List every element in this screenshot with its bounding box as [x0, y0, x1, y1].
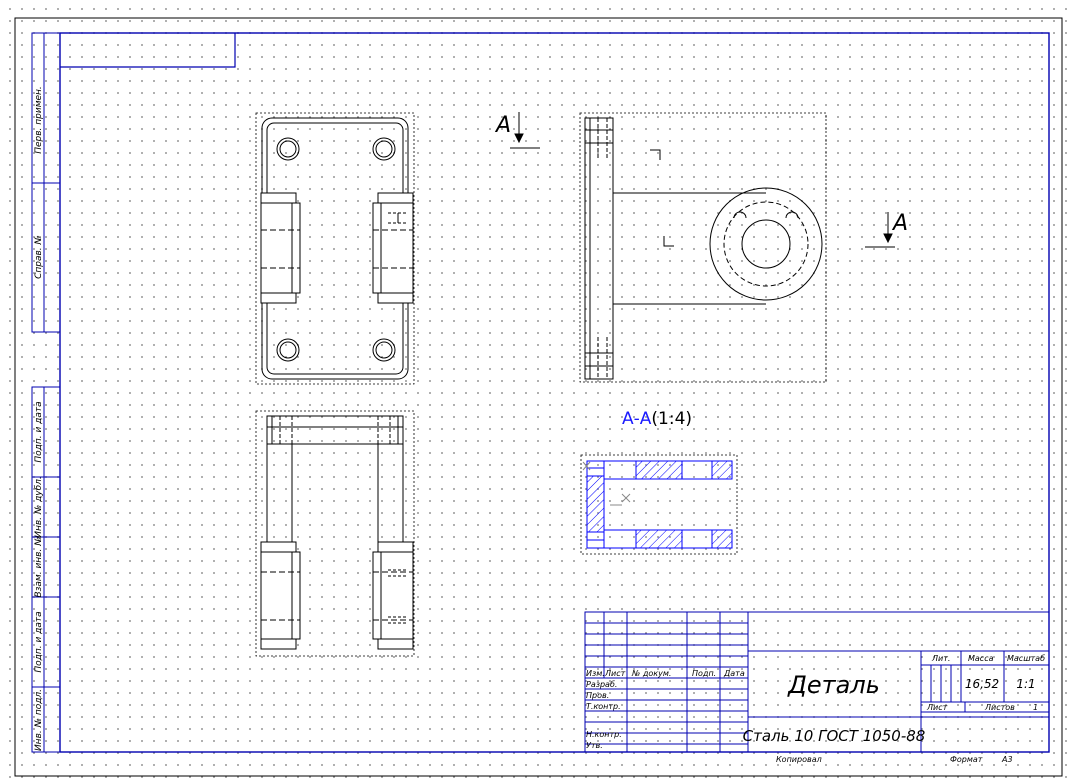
- section-letter-right: A: [891, 211, 908, 236]
- tb-scale-value: 1:1: [1016, 677, 1035, 691]
- tb-role-razrab: Разраб.: [586, 680, 617, 689]
- top-left-stamp: [60, 33, 236, 68]
- front-view: [255, 112, 415, 385]
- side-stamp-label-5: Взам. инв. №: [34, 536, 44, 597]
- side-stamp-label-6: Подп. и дата: [34, 611, 44, 672]
- side-stamp-label-4: Инв. № дубл.: [34, 476, 44, 538]
- sheet-trim: [14, 17, 1063, 777]
- tb-role-tkontr: Т.контр.: [586, 702, 621, 711]
- tb-role-utv: Утв.: [586, 741, 603, 750]
- side-stamp-label-7: Инв. № подл.: [34, 689, 44, 751]
- title-block: [584, 611, 1050, 753]
- tb-scale-label: Масштаб: [1007, 654, 1045, 663]
- tb-header-doc: № докум.: [631, 669, 671, 678]
- tb-mass-value: 16,52: [965, 677, 999, 691]
- section-mark-top: [510, 112, 540, 149]
- tb-format-label: Формат: [950, 755, 983, 764]
- tb-material: Сталь 10 ГОСТ 1050-88: [743, 727, 926, 745]
- tb-header-data: Дата: [723, 669, 745, 678]
- tb-header-list: Лист: [604, 669, 626, 678]
- tb-sheets-label: Листов: [984, 703, 1015, 712]
- tb-header-izm: Изм.: [586, 669, 605, 678]
- tb-format-value: A3: [1001, 755, 1013, 764]
- drawing-frame: [59, 32, 1050, 753]
- tb-lit-label: Лит.: [931, 654, 950, 663]
- side-stamp-label-2: Справ. №: [34, 235, 44, 279]
- tb-header-podp: Подп.: [692, 669, 716, 678]
- side-stamp-label-3: Подп. и дата: [34, 401, 44, 462]
- tb-sheet-label: Лист: [926, 703, 948, 712]
- side-stamp: [31, 32, 61, 753]
- section-letter-top: A: [494, 113, 511, 138]
- tb-mass-label: Масса: [968, 654, 994, 663]
- tb-role-nkontr: Н.контр.: [586, 730, 622, 739]
- tb-role-prov: Пров.: [586, 691, 609, 700]
- section-title: А-А(1:4): [622, 409, 692, 429]
- tb-copied-label: Копировал: [776, 755, 822, 764]
- side-stamp-label-1: Перв. примен.: [34, 86, 44, 154]
- tb-sheets-value: 1: [1033, 703, 1038, 712]
- section-mark-right: [865, 212, 895, 248]
- side-view: [579, 112, 827, 383]
- tb-designation: Деталь: [787, 671, 880, 699]
- section-view: [580, 454, 738, 555]
- top-view: [255, 410, 415, 657]
